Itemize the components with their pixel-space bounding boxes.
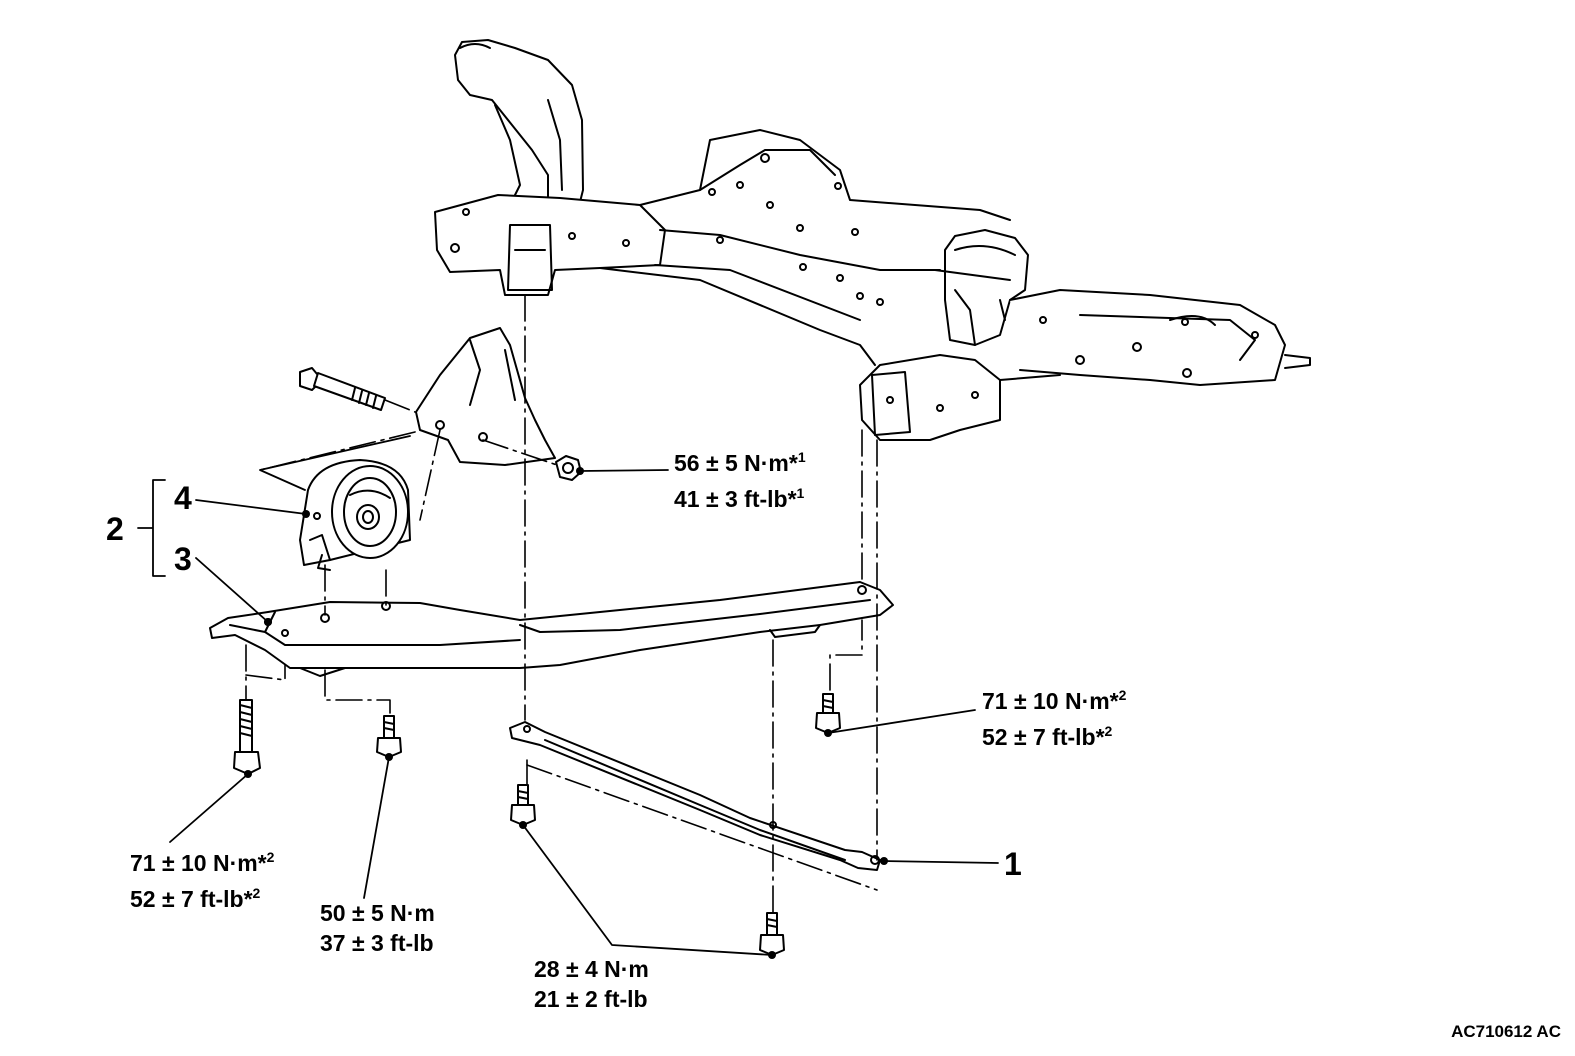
torque-mount-nut: 56 ± 5 N·m*1 41 ± 3 ft-lb*1 [674,442,806,514]
torque-ftlb: 52 ± 7 ft-lb*2 [982,723,1113,750]
bolt-short-insulator [376,715,402,758]
torque-nm: 50 ± 5 N·m [320,900,435,926]
callout-2: 2 [106,511,124,547]
torque-front-left-bolt: 71 ± 10 N·m*2 52 ± 7 ft-lb*2 [130,842,274,914]
alignment-lines [245,294,878,913]
torque-rear-bolt: 71 ± 10 N·m*2 52 ± 7 ft-lb*2 [982,680,1126,752]
through-bolt [299,367,386,411]
leader-lines [137,435,999,956]
torque-ftlb: 52 ± 7 ft-lb*2 [130,885,261,912]
torque-nm: 28 ± 4 N·m [534,956,649,982]
mount-bracket [415,327,556,466]
mount-insulator [299,459,411,571]
mount-nut [555,455,582,481]
mount-member [209,581,894,677]
torque-bar-bolt: 28 ± 4 N·m 21 ± 2 ft-lb [534,954,649,1014]
lower-bar [509,721,881,871]
torque-ftlb: 21 ± 2 ft-lb [534,986,648,1012]
torque-ftlb: 41 ± 3 ft-lb*1 [674,485,805,512]
leader-dots [244,467,888,959]
bolt-bar-right [759,912,785,956]
torque-nm: 56 ± 5 N·m*1 [674,449,806,476]
callout-1: 1 [1004,846,1022,882]
front-crossmember [434,39,1311,441]
torque-nm: 71 ± 10 N·m*2 [982,687,1127,714]
torque-nm: 71 ± 10 N·m*2 [130,849,275,876]
callout-4: 4 [174,480,192,516]
bolt-long-left [233,699,261,775]
bolt-rear-right [815,693,841,734]
callout-3: 3 [174,541,192,577]
torque-insulator-bolt: 50 ± 5 N·m 37 ± 3 ft-lb [320,898,435,958]
figure-code: AC710612 AC [1451,1022,1561,1041]
torque-ftlb: 37 ± 3 ft-lb [320,930,434,956]
bolt-bar-left [510,784,536,826]
